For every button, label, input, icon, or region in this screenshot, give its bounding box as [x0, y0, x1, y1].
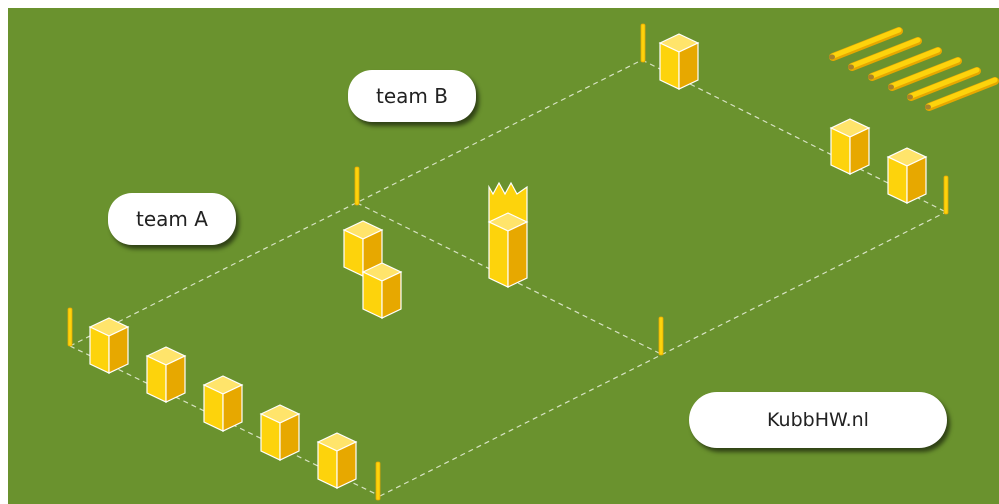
centre-stake-icon	[354, 166, 360, 206]
kubb-block-icon	[830, 118, 870, 175]
corner-stake-icon	[943, 175, 949, 215]
centre-stake-icon	[658, 316, 664, 356]
corner-stake-icon	[375, 461, 381, 501]
throwing-batons	[829, 30, 995, 110]
website-label: KubbHW.nl	[689, 392, 947, 448]
kubb-block-icon	[362, 262, 402, 319]
kubb-block-icon	[659, 33, 699, 90]
centre-line	[356, 202, 662, 355]
corner-stake-icon	[67, 307, 73, 347]
king-crown-icon	[487, 181, 529, 288]
kubb-block-icon	[203, 375, 243, 432]
kubb-block-icon	[89, 317, 129, 374]
kubb-block-icon	[317, 432, 357, 489]
team-a-label: team A	[108, 193, 236, 245]
corner-stake-icon	[640, 23, 646, 63]
kubb-block-icon	[260, 404, 300, 461]
kubb-block-icon	[146, 346, 186, 403]
team-b-label: team B	[348, 70, 476, 122]
kubb-block-icon	[887, 147, 927, 204]
